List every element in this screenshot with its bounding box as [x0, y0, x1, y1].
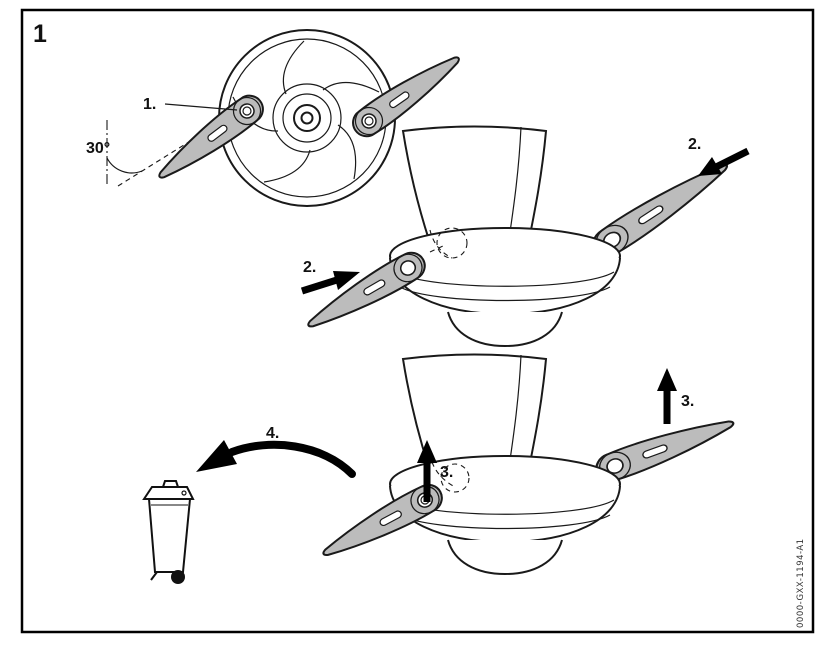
head-side-view-lower [389, 455, 621, 576]
figure-number: 1 [33, 20, 47, 48]
step-2-right-label: 2. [688, 136, 701, 153]
arrow-step3-left [417, 440, 437, 502]
arrow-step2-right [698, 147, 750, 176]
blade-post-right [364, 116, 374, 126]
head-side-view-upper [389, 227, 621, 348]
figure-code: 0000-GXX-1194-A1 [796, 538, 806, 628]
blade-post-left [242, 106, 252, 116]
arrow-step2-left [300, 271, 360, 295]
hidden-post-dashed-lower [440, 463, 470, 493]
figure-frame [20, 8, 815, 634]
shaft-lower [401, 353, 548, 469]
arrow-step3-right [657, 368, 677, 424]
waste-bin-icon [142, 480, 195, 584]
hidden-post-dashed-upper [436, 227, 468, 259]
angle-label: 30° [86, 140, 110, 157]
arrow-step4-curved [196, 440, 356, 478]
step-1-label: 1. [143, 96, 156, 113]
step-3-right-label: 3. [681, 393, 694, 410]
step-1-leader-line [164, 103, 238, 111]
shaft-upper [401, 125, 548, 241]
step-2-left-label: 2. [303, 259, 316, 276]
step-4-label: 4. [266, 425, 279, 442]
step-3-left-label: 3. [440, 464, 453, 481]
angle-annotation [106, 111, 238, 187]
